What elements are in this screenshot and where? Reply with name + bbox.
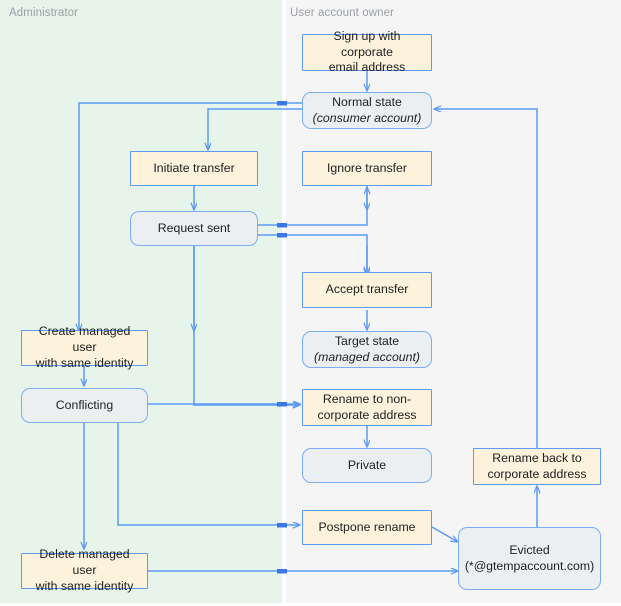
node-target-state[interactable]: Target state (managed account) xyxy=(302,331,432,368)
node-line-2: with same identity xyxy=(35,355,134,370)
node-private[interactable]: Private xyxy=(302,448,432,483)
node-line-2: corporate address xyxy=(317,407,417,422)
node-sign-up-with-corporate-email-address[interactable]: Sign up with corporate email address xyxy=(302,29,432,74)
node-normal-state[interactable]: Normal state (consumer account) xyxy=(302,92,432,129)
node-line-2: (consumer account) xyxy=(312,110,422,125)
node-line-2: with same identity xyxy=(35,578,134,593)
lane-label-user-account-owner: User account owner xyxy=(290,7,395,19)
node-line-1: Target state xyxy=(334,333,400,348)
node-rename-to-non-corporate-address[interactable]: Rename to non- corporate address xyxy=(302,389,432,426)
node-line-1: Ignore transfer xyxy=(327,160,407,175)
node-line-1: Request sent xyxy=(157,220,231,235)
node-line-2: (*@gtempaccount.com) xyxy=(464,558,595,573)
node-rename-back-to-corporate-address[interactable]: Rename back to corporate address xyxy=(473,448,601,485)
node-line-1: Sign up with corporate xyxy=(333,28,401,59)
lane-administrator xyxy=(0,0,282,603)
node-request-sent[interactable]: Request sent xyxy=(130,211,258,246)
node-ignore-transfer[interactable]: Ignore transfer xyxy=(302,151,432,186)
node-evicted[interactable]: Evicted (*@gtempaccount.com) xyxy=(458,527,601,590)
node-postpone-rename[interactable]: Postpone rename xyxy=(302,510,432,545)
node-line-2: email address xyxy=(328,60,406,75)
node-line-1: Conflicting xyxy=(55,397,114,412)
node-line-1: Rename to non- xyxy=(322,391,412,406)
node-line-1: Accept transfer xyxy=(325,282,409,297)
node-accept-transfer[interactable]: Accept transfer xyxy=(302,272,432,308)
node-create-managed-user-with-same-identity[interactable]: Create managed user with same identity xyxy=(21,324,148,370)
node-line-1: Private xyxy=(347,457,387,472)
node-line-2: (managed account) xyxy=(314,349,420,364)
node-line-1: Create managed user xyxy=(38,324,131,355)
node-line-1: Delete managed user xyxy=(39,547,130,578)
node-delete-managed-user-with-same-identity[interactable]: Delete managed user with same identity xyxy=(21,547,148,593)
node-conflicting[interactable]: Conflicting xyxy=(21,388,148,423)
node-line-1: Evicted xyxy=(509,542,550,557)
node-line-1: Normal state xyxy=(332,94,402,109)
node-line-2: corporate address xyxy=(487,466,587,481)
node-line-1: Rename back to xyxy=(492,450,582,465)
node-initiate-transfer[interactable]: Initiate transfer xyxy=(130,151,258,186)
node-line-1: Postpone rename xyxy=(318,519,416,534)
lane-label-administrator: Administrator xyxy=(9,7,79,19)
node-line-1: Initiate transfer xyxy=(153,160,235,175)
